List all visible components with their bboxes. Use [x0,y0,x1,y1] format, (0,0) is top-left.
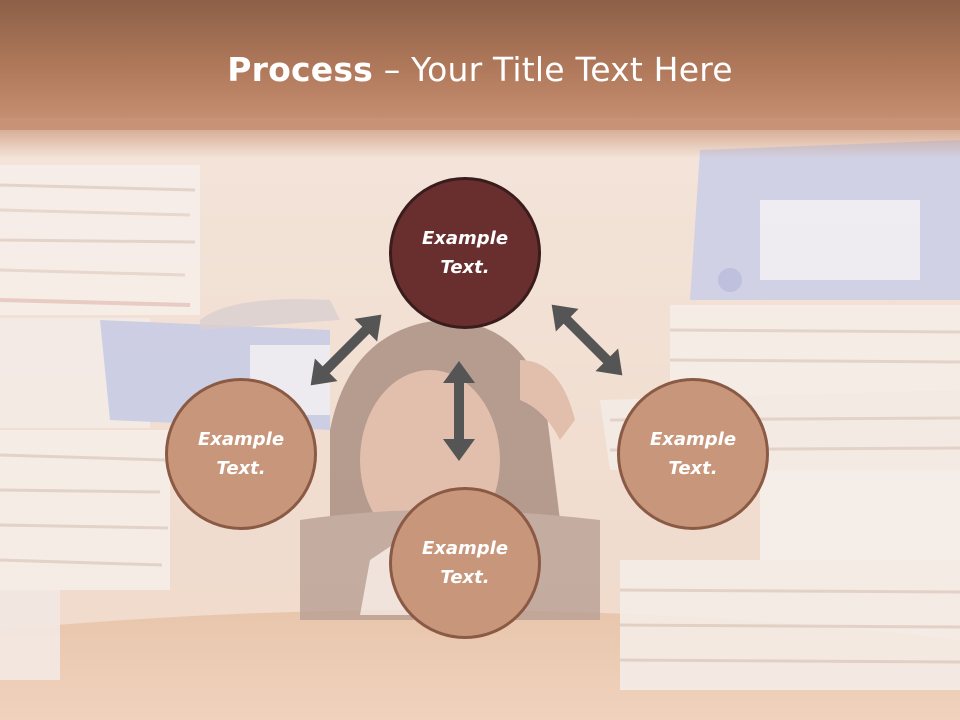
title-bold-word: Process [227,50,374,89]
process-node-bottom[interactable]: Example Text. [389,487,541,639]
arrow-top-right [551,304,623,376]
title-bar-fade [0,118,960,158]
node-top-label: Example Text. [421,228,509,278]
node-bottom-label: Example Text. [421,538,509,588]
title-bar [0,0,960,130]
arrow-top-bottom [443,361,475,461]
node-left-label: Example Text. [197,429,285,479]
process-node-right[interactable]: Example Text. [617,378,769,530]
title-rest-text: – Your Title Text Here [373,50,733,89]
slide-title[interactable]: Process – Your Title Text Here [0,50,960,89]
arrow-top-left [310,314,382,386]
left-paper-stack [0,165,330,680]
process-node-top[interactable]: Example Text. [389,177,541,329]
node-right-label: Example Text. [649,429,737,479]
process-node-left[interactable]: Example Text. [165,378,317,530]
